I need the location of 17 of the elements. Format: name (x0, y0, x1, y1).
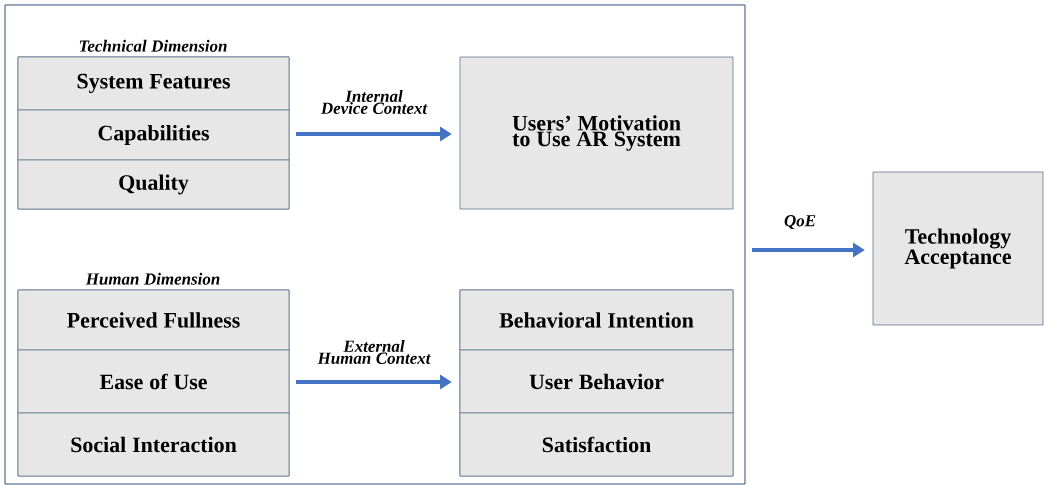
process-box: Behavioral Intention (459, 289, 734, 351)
process-box: Perceived Fullness (17, 289, 290, 351)
group-heading: Technical Dimension (79, 39, 227, 52)
process-box: Ease of Use (17, 349, 290, 414)
process-box: User Behavior (459, 349, 734, 414)
process-box: Capabilities (17, 109, 290, 161)
edge-label: Internal Device Context (320, 90, 428, 114)
process-box: Technology Acceptance (872, 171, 1044, 326)
frame-box (4, 4, 746, 485)
process-box: Social Interaction (17, 412, 290, 477)
group-heading: Human Dimension (85, 272, 220, 285)
process-box: System Features (17, 56, 290, 111)
edge-label: QoE (784, 215, 816, 229)
process-box: Quality (17, 159, 290, 210)
edge-label: External Human Context (317, 340, 431, 364)
process-box: Users’ Motivation to Use AR System (459, 56, 734, 210)
process-box: Satisfaction (459, 412, 734, 477)
